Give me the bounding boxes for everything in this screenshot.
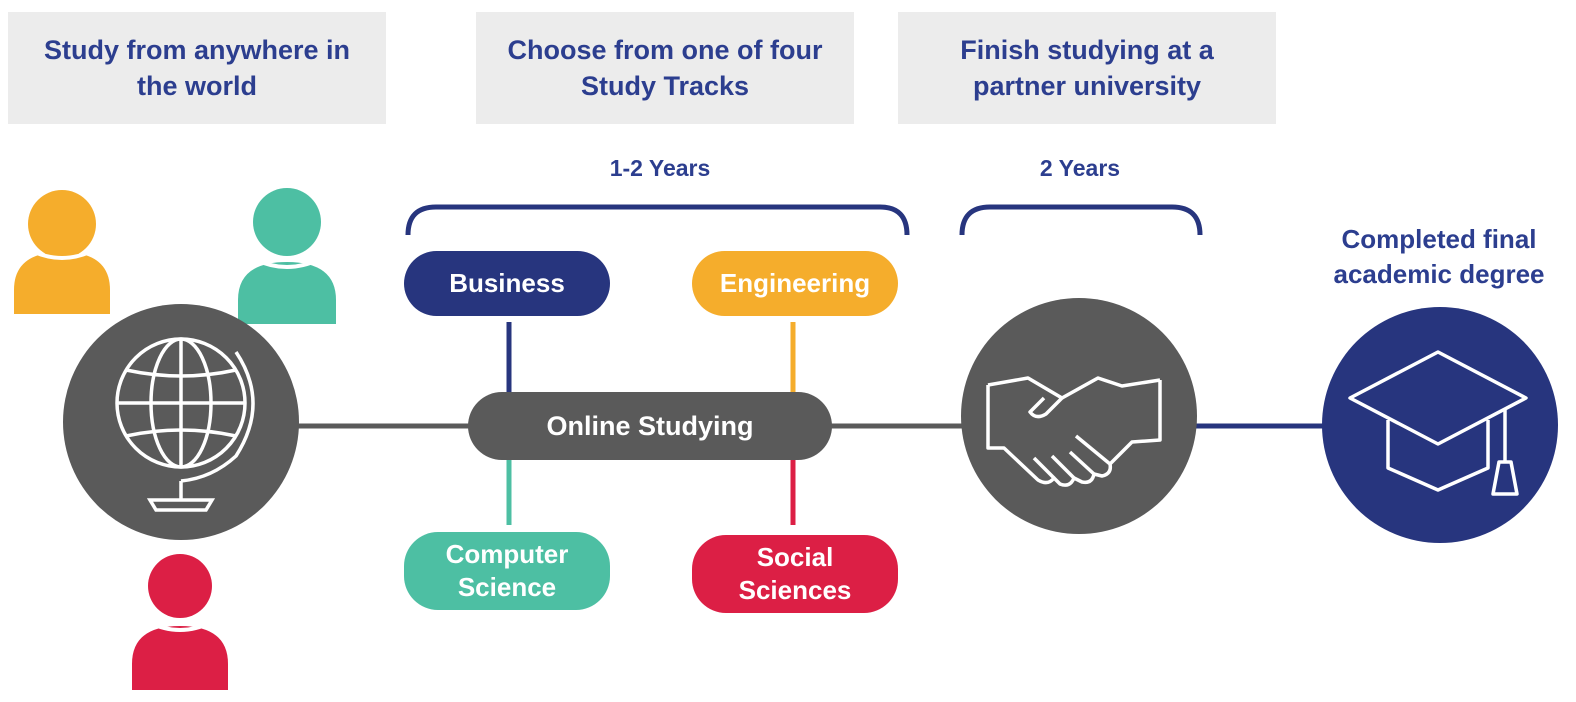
- stage-header-line1: Finish studying at a: [960, 35, 1214, 65]
- bracket-tracks: [405, 204, 910, 236]
- stage-header-line2: the world: [137, 71, 257, 101]
- track-label-line2: Science: [457, 572, 557, 602]
- outcome-line2: academic degree: [1333, 259, 1545, 289]
- online-studying-pill: Online Studying: [468, 392, 832, 460]
- handshake-icon: [961, 298, 1197, 534]
- graduation-cap-icon: [1322, 307, 1558, 543]
- duration-tracks: 1-2 Years: [609, 155, 711, 181]
- outcome-line1: Completed final: [1341, 224, 1537, 254]
- duration-partner: 2 Years: [1039, 155, 1121, 181]
- stage-header-tracks: Choose from one of four Study Tracks: [476, 12, 854, 124]
- track-label-line1: Social: [756, 542, 834, 572]
- track-label: Business: [449, 268, 565, 298]
- stage-header-line2: Study Tracks: [580, 71, 750, 101]
- track-business: Business: [404, 251, 610, 316]
- track-engineering: Engineering: [692, 251, 898, 316]
- online-studying-label: Online Studying: [546, 410, 754, 441]
- person-icon-red: [132, 554, 228, 690]
- stage-header-line1: Study from anywhere in: [43, 35, 351, 65]
- stage-header-partner: Finish studying at a partner university: [898, 12, 1276, 124]
- stage-header-anywhere: Study from anywhere in the world: [8, 12, 386, 124]
- track-computer-science: Computer Science: [404, 532, 610, 610]
- globe-icon: [63, 304, 299, 540]
- track-social-sciences: Social Sciences: [692, 535, 898, 613]
- person-icon-orange: [14, 188, 110, 314]
- stage-header-line1: Choose from one of four: [507, 35, 823, 65]
- bracket-partner: [959, 204, 1203, 236]
- track-label: Engineering: [719, 268, 871, 298]
- person-icon-teal: [238, 188, 336, 324]
- track-label-line1: Computer: [445, 539, 569, 569]
- outcome-label: Completed final academic degree: [1304, 222, 1574, 292]
- track-label-line2: Sciences: [738, 575, 852, 605]
- stage-header-line2: partner university: [972, 71, 1202, 101]
